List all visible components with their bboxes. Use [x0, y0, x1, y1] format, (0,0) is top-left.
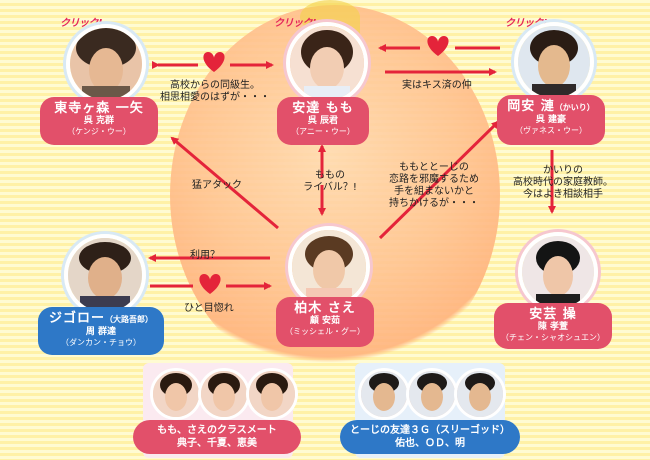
- arrow-sae-higashi: [170, 136, 279, 230]
- click-label: クリック!: [505, 18, 548, 29]
- classmates-card[interactable]: もも、さえのクラスメート 典子、千夏、恵美: [133, 420, 301, 454]
- higashi-name: 東寺ヶ森 一矢: [54, 101, 144, 116]
- label-line: ライバル？!: [303, 182, 357, 193]
- kairi-photo[interactable]: [514, 22, 594, 102]
- threegod-photo[interactable]: [454, 368, 506, 420]
- jigoro-photo[interactable]: [64, 234, 146, 316]
- jigoro-reading: （ダンカン・チョウ）: [61, 338, 141, 347]
- jigoro-name: ジゴロー: [48, 311, 105, 326]
- portrait-icon: [522, 236, 594, 308]
- portrait-icon: [290, 26, 364, 100]
- label-kairi-ange: かいりの 高校時代の家庭教師。 今はよき相談相手: [508, 165, 618, 201]
- classmates-line2: 典子、千夏、恵美: [177, 438, 257, 449]
- threegod-line2: 佑也、ＯＤ、明: [395, 438, 465, 449]
- higashi-card[interactable]: 東寺ヶ森 一矢 呉 克群 （ケンジ・ウー）: [40, 97, 158, 145]
- kairi-reading: （ヴァネス・ウー）: [515, 126, 587, 135]
- portrait-icon: [292, 230, 366, 304]
- threegod-photo[interactable]: [358, 368, 410, 420]
- label-line: 持ちかけるが・・・: [389, 198, 479, 209]
- sae-card[interactable]: 柏木 さえ 顧 安茹 （ミッシェル・グー）: [276, 297, 374, 347]
- label-kairi-momo: 実はキス済の仲: [402, 80, 472, 91]
- ange-chinese-name: 陳 孝萱: [537, 322, 569, 332]
- classmate-photo[interactable]: [246, 368, 298, 420]
- click-label: クリック!: [274, 18, 317, 29]
- kairi-name-line: 岡安 漣（かいり）: [497, 99, 605, 115]
- portrait-icon: [518, 26, 590, 98]
- label-kairi-sae: ももととーじの 恋路を邪魔するため 手を組まないかと 持ちかけるが・・・: [380, 162, 488, 210]
- label-line: 高校からの同級生。: [170, 80, 260, 91]
- click-label: クリック!: [60, 18, 103, 29]
- kairi-chinese-name: 呉 建豪: [535, 115, 567, 125]
- threegod-line1: とーじの友達３Ｇ（スリーゴッド）: [350, 425, 510, 436]
- ange-card[interactable]: 安芸 操 陳 孝萱 （チェン・シャオシュエン）: [494, 303, 612, 349]
- jigoro-name-suffix: （大路吾郎）: [105, 315, 153, 324]
- label-line: 相思相愛のはずが・・・: [160, 92, 270, 103]
- threegod-photo[interactable]: [406, 368, 458, 420]
- label-line: 高校時代の家庭教師。: [513, 177, 613, 188]
- jigoro-name-line: ジゴロー（大路吾郎）: [38, 311, 164, 327]
- portrait-icon: [153, 371, 199, 417]
- sae-reading: （ミッシェル・グー）: [285, 327, 365, 336]
- label-line: ももの: [315, 170, 345, 181]
- momo-name: 安達 もも: [292, 101, 354, 116]
- momo-card[interactable]: 安達 もも 呉 辰君 （アニー・ウー）: [277, 97, 369, 145]
- classmate-photo[interactable]: [198, 368, 250, 420]
- portrait-icon: [361, 371, 407, 417]
- higashi-reading: （ケンジ・ウー）: [67, 127, 131, 136]
- sae-chinese-name: 顧 安茹: [309, 316, 341, 326]
- kairi-name: 岡安 漣: [507, 99, 555, 114]
- sae-name: 柏木 さえ: [294, 301, 356, 316]
- heart-icon: [427, 36, 449, 56]
- label-momo-sae: ももの ライバル？!: [300, 170, 360, 194]
- label-line: ももととーじの: [399, 162, 469, 173]
- label-line: かいりの: [543, 165, 583, 176]
- momo-reading: （アニー・ウー）: [291, 127, 355, 136]
- kairi-name-suffix: （かいり）: [554, 103, 595, 112]
- momo-chinese-name: 呉 辰君: [307, 116, 339, 126]
- heart-icon: [203, 52, 225, 72]
- momo-photo[interactable]: [286, 22, 368, 104]
- portrait-icon: [249, 371, 295, 417]
- jigoro-chinese-name: 周 群達: [85, 327, 117, 337]
- label-jigoro-sae: ひと目惚れ: [184, 303, 234, 314]
- ange-reading: （チェン・シャオシュエン）: [501, 333, 605, 342]
- portrait-icon: [70, 28, 142, 100]
- ange-name: 安芸 操: [529, 307, 577, 322]
- heart-icon: [199, 274, 221, 294]
- label-line: 今はよき相談相手: [523, 189, 603, 200]
- threegod-card[interactable]: とーじの友達３Ｇ（スリーゴッド） 佑也、ＯＤ、明: [340, 420, 520, 454]
- jigoro-card[interactable]: ジゴロー（大路吾郎） 周 群達 （ダンカン・チョウ）: [38, 307, 164, 355]
- portrait-icon: [201, 371, 247, 417]
- arrow-sae-kairi: [378, 120, 500, 240]
- sae-photo[interactable]: [288, 226, 370, 308]
- label-sae-jigoro: 利用？: [190, 250, 220, 261]
- label-line: 恋路を邪魔するため: [389, 174, 479, 185]
- label-line: 手を組まないかと: [394, 186, 474, 197]
- portrait-icon: [68, 238, 142, 312]
- higashi-chinese-name: 呉 克群: [83, 116, 115, 126]
- kairi-card[interactable]: 岡安 漣（かいり） 呉 建豪 （ヴァネス・ウー）: [497, 95, 605, 145]
- classmates-line1: もも、さえのクラスメート: [157, 425, 277, 436]
- label-higashi-momo: 高校からの同級生。 相思相愛のはずが・・・: [150, 80, 280, 104]
- classmate-photo[interactable]: [150, 368, 202, 420]
- ange-photo[interactable]: [518, 232, 598, 312]
- label-sae-higashi: 猛アタック: [192, 180, 242, 191]
- portrait-icon: [457, 371, 503, 417]
- portrait-icon: [409, 371, 455, 417]
- higashi-photo[interactable]: [66, 24, 146, 104]
